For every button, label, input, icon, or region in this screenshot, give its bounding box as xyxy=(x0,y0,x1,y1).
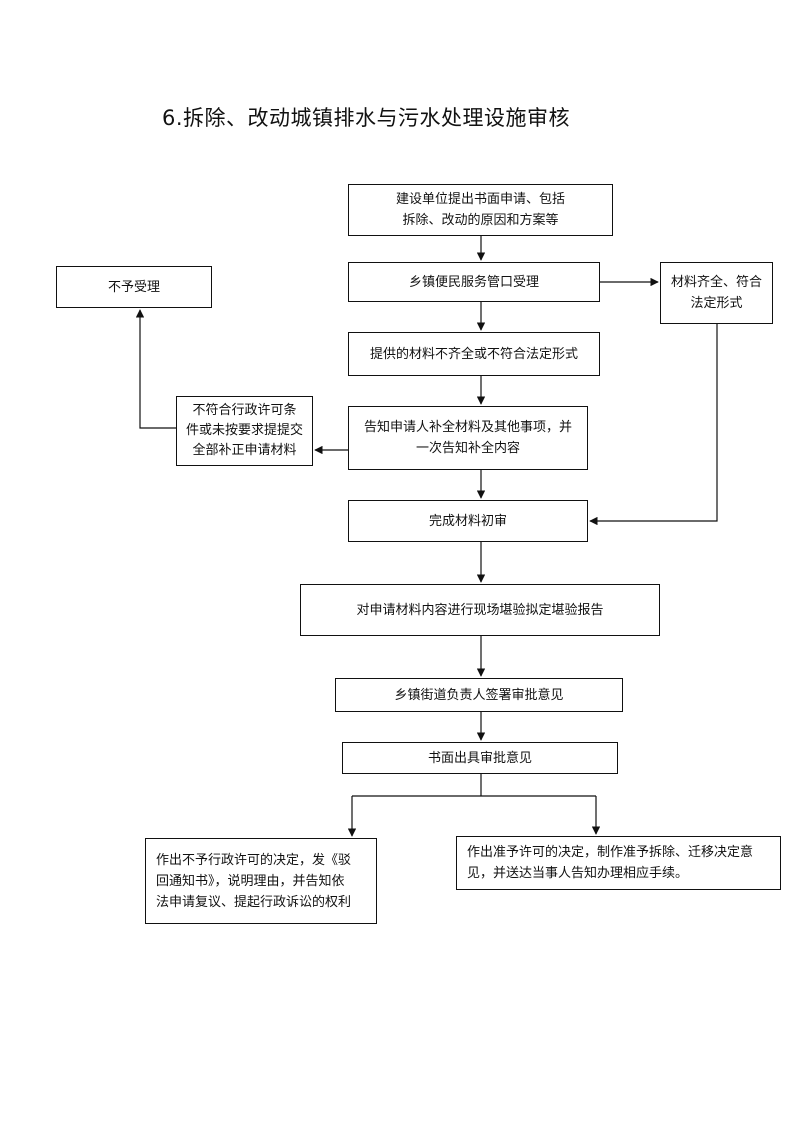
node-reject-label: 不予受理 xyxy=(107,279,160,295)
node-notify-label: 告知申请人补全材料及其他事项，并 一次告知补全内容 xyxy=(363,420,572,456)
node-noncompliant-label: 不符合行政许可条 件或未按要求提提交 全部补正申请材料 xyxy=(185,403,303,458)
node-written-label: 书面出具审批意见 xyxy=(427,750,532,766)
node-accept: 乡镇便民服务管口受理 xyxy=(348,262,600,302)
node-reject: 不予受理 xyxy=(56,266,212,308)
page-title: 6.拆除、改动城镇排水与污水处理设施审核 xyxy=(162,106,571,130)
node-written: 书面出具审批意见 xyxy=(342,742,618,774)
node-notify: 告知申请人补全材料及其他事项，并 一次告知补全内容 xyxy=(348,406,588,470)
node-sign: 乡镇街道负责人签署审批意见 xyxy=(335,678,623,712)
node-incomplete: 提供的材料不齐全或不符合法定形式 xyxy=(348,332,600,376)
node-apply: 建设单位提出书面申请、包括 拆除、改动的原因和方案等 xyxy=(348,184,613,236)
arrow-complete-prereview xyxy=(589,324,718,526)
node-deny: 作出不予行政许可的决定，发《驳 回通知书》，说明理由，并告知依 法申请复议、提起… xyxy=(145,838,377,924)
node-grant-label: 作出准予许可的决定，制作准予拆除、迁移决定意 见，并送达当事人告知办理相应手续。 xyxy=(467,845,754,881)
node-survey-label: 对申请材料内容进行现场堪验拟定堪验报告 xyxy=(356,602,604,618)
node-prereview-label: 完成材料初审 xyxy=(428,513,507,529)
node-apply-label: 建设单位提出书面申请、包括 拆除、改动的原因和方案等 xyxy=(395,192,565,228)
node-sign-label: 乡镇街道负责人签署审批意见 xyxy=(394,687,564,703)
node-noncompliant: 不符合行政许可条 件或未按要求提提交 全部补正申请材料 xyxy=(176,396,313,466)
node-survey: 对申请材料内容进行现场堪验拟定堪验报告 xyxy=(300,584,660,636)
node-prereview: 完成材料初审 xyxy=(348,500,588,542)
arrow-noncompliant-reject xyxy=(135,309,176,429)
node-incomplete-label: 提供的材料不齐全或不符合法定形式 xyxy=(369,346,578,362)
node-accept-label: 乡镇便民服务管口受理 xyxy=(408,274,539,290)
node-complete: 材料齐全、符合 法定形式 xyxy=(660,262,773,324)
node-complete-label: 材料齐全、符合 法定形式 xyxy=(670,275,762,311)
node-deny-label: 作出不予行政许可的决定，发《驳 回通知书》，说明理由，并告知依 法申请复议、提起… xyxy=(156,852,352,910)
node-grant: 作出准予许可的决定，制作准予拆除、迁移决定意 见，并送达当事人告知办理相应手续。 xyxy=(456,836,781,890)
